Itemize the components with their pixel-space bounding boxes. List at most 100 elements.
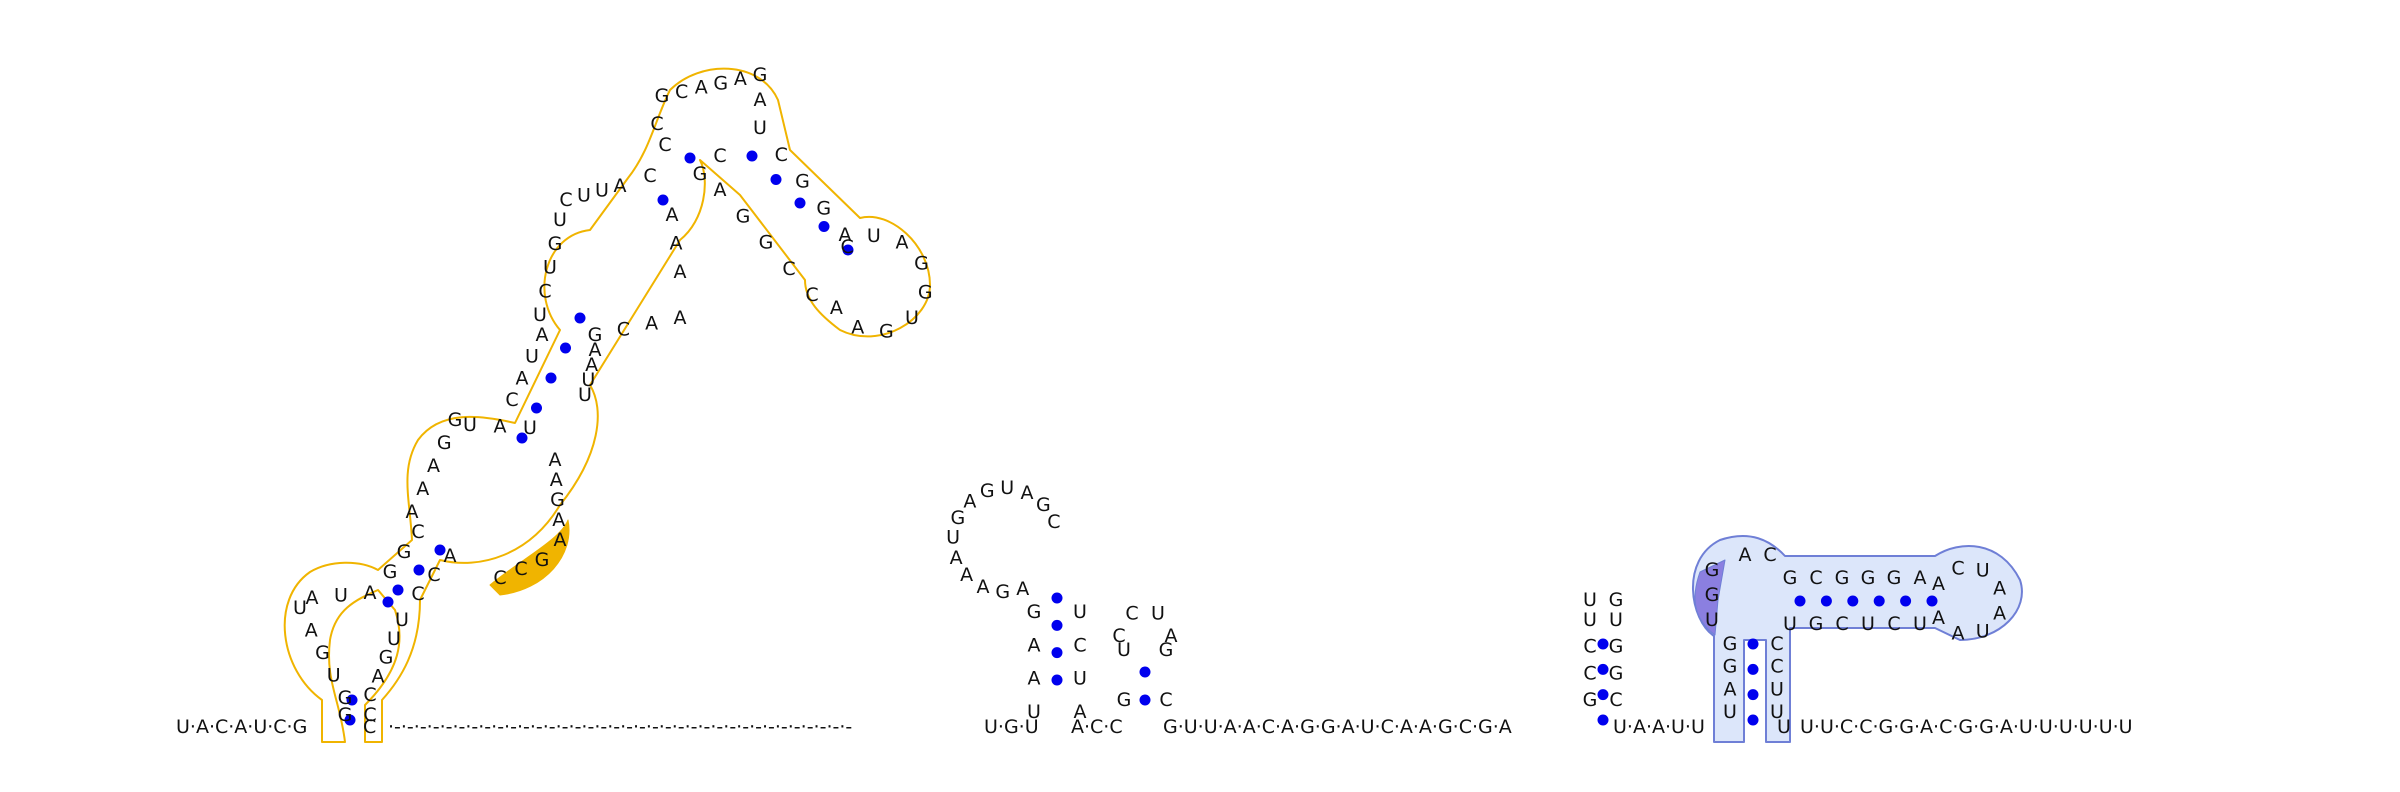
terminal-loop-nucleotide: G — [879, 320, 894, 342]
blue-hairpin-loop-nucleotide: A — [1951, 622, 1964, 644]
stem1-right-nucleotide: U — [395, 609, 409, 631]
terminal-loop-nucleotide: G — [914, 253, 929, 275]
stem5-right-nucleotide: G — [795, 171, 810, 193]
highlighted-nucleotide: G — [535, 549, 550, 571]
hairpin1-loop-nucleotide: G — [951, 507, 966, 529]
hairpin2-loop-nucleotide: C — [1125, 602, 1138, 624]
base-pair-dots — [344, 150, 1938, 726]
hairpin3-right-nucleotide: G — [1609, 636, 1624, 658]
bulge-top-nucleotide: U — [523, 417, 537, 439]
blue-stem-right-nucleotide: U — [1770, 678, 1784, 700]
stem3-right-nucleotide: U — [581, 369, 595, 391]
base-pair-dot — [1794, 595, 1806, 607]
hairpin1-loop-nucleotide: G — [1036, 494, 1051, 516]
hairpin2-loop-nucleotide: U — [1151, 602, 1165, 624]
blue-hairpin-loop-nucleotide: A — [1932, 607, 1945, 629]
base-pair-dot — [413, 564, 425, 576]
apex-loop-nucleotide: G — [753, 64, 768, 86]
highlighted-ccg-region — [489, 519, 570, 596]
blue-hairpin-bottom-nucleotide: U — [1913, 613, 1927, 635]
hairpin1-loop-nucleotide: U — [946, 527, 960, 549]
stem4-left-nucleotide: C — [658, 134, 671, 156]
base-pair-dot — [1597, 689, 1609, 701]
base-pair-dot — [1051, 647, 1063, 659]
base-pair-dot — [344, 714, 356, 726]
mid-right-nucleotide: C — [617, 318, 630, 340]
hairpin2-right-nucleotide: G — [1159, 639, 1174, 661]
blue-hairpin-top-nucleotide: G — [1861, 567, 1876, 589]
terminal-loop-nucleotide: C — [841, 236, 854, 258]
apex-loop-nucleotide: A — [734, 68, 747, 90]
blue-loop-top-nucleotide: A — [1739, 544, 1752, 566]
hairpin1-loop-nucleotide: A — [977, 576, 990, 598]
bulge-left-nucleotide: A — [427, 455, 440, 477]
base-pair-dot — [1747, 714, 1759, 726]
stem1-nucleotide: C — [363, 704, 376, 726]
loop1-nucleotide: A — [364, 582, 377, 604]
hairpin2-loop-nucleotide: A — [1165, 625, 1178, 647]
hairpin1-left-nucleotide: A — [1028, 668, 1041, 690]
stem3-right-nucleotide: A — [589, 339, 602, 361]
seq-segment-u: U — [1777, 716, 1791, 738]
stem2-right-nucleotide: C — [411, 583, 424, 605]
stem5-right-nucleotide: G — [816, 197, 831, 219]
base-pair-dot — [818, 221, 830, 232]
bulge-right-nucleotide: G — [550, 489, 565, 511]
hairpin2-left-nucleotide: U — [1117, 639, 1131, 661]
blue-loop-left-nucleotide: U — [1705, 609, 1719, 631]
blue-loop-left-nucleotide: G — [1705, 559, 1720, 581]
blue-hairpin-loop-nucleotide: A — [1993, 602, 2006, 624]
bulge-top-nucleotide: U — [463, 414, 477, 436]
base-pair-dot — [1873, 595, 1885, 607]
terminal-loop-nucleotide: A — [896, 231, 909, 253]
base-pair-dot — [746, 150, 758, 162]
hairpin1-left-nucleotide: G — [1027, 601, 1042, 623]
blue-stem-left-nucleotide: A — [1724, 678, 1737, 700]
stem1-left-nucleotide: A — [305, 620, 318, 642]
stem1-right-nucleotide: U — [387, 628, 401, 650]
stem5-left-nucleotide: G — [736, 205, 751, 227]
bulge-right-nucleotide: A — [554, 529, 567, 551]
mid-left-nucleotide: U — [533, 304, 547, 326]
base-pair-dot — [1900, 595, 1912, 607]
stem5-left-nucleotide: A — [714, 179, 727, 201]
stem5-right-nucleotide: A — [839, 224, 852, 246]
base-pair-dot — [1139, 666, 1151, 678]
base-pair-dot — [1747, 689, 1759, 701]
base-pair-dot — [516, 432, 528, 444]
blue-hairpin-loop-nucleotide: A — [1932, 573, 1945, 595]
bulge-top-nucleotide: A — [494, 416, 507, 438]
stem3-left-nucleotide: A — [536, 324, 549, 346]
hairpin1-left-nucleotide: U — [1027, 701, 1041, 723]
seq-segment-ugu: U·G·U — [984, 716, 1039, 738]
stem3-left-nucleotide: C — [505, 389, 518, 411]
bulge-left-nucleotide: A — [416, 478, 429, 500]
loop1-nucleotide: A — [306, 587, 319, 609]
hairpin2-left-nucleotide: G — [1117, 689, 1132, 711]
base-pair-dot — [684, 152, 696, 164]
stem1-left-nucleotide: U — [293, 597, 307, 619]
stem1-left-nucleotide: U — [327, 665, 341, 687]
hairpin1-loop-nucleotide: U — [1000, 477, 1014, 499]
mid-left-nucleotide: U — [553, 209, 567, 231]
orange-domain-outline — [283, 67, 931, 743]
domain-outlines — [283, 67, 2023, 743]
base-pair-dot — [1597, 714, 1609, 726]
mid-left-nucleotide: C — [538, 280, 551, 302]
base-pair-dot — [1051, 674, 1063, 686]
bulge-left-nucleotide: A — [406, 501, 419, 523]
highlighted-nucleotide: C — [514, 558, 527, 580]
bulge-left-nucleotide: G — [448, 409, 463, 431]
blue-hairpin-top-nucleotide: G — [1783, 567, 1798, 589]
mid-right-nucleotide: G — [588, 324, 603, 346]
seq-stem-base-c: C — [363, 716, 376, 738]
apex-loop-nucleotide: A — [695, 77, 708, 99]
blue-hairpin-loop-nucleotide: U — [1976, 621, 1990, 643]
blue-hairpin-bottom-nucleotide: G — [1809, 613, 1824, 635]
blue-domain-outline — [1692, 535, 2023, 743]
base-pair-dot — [1139, 694, 1151, 706]
hairpin1-loop-nucleotide: G — [980, 480, 995, 502]
terminal-loop-nucleotide: A — [851, 317, 864, 339]
